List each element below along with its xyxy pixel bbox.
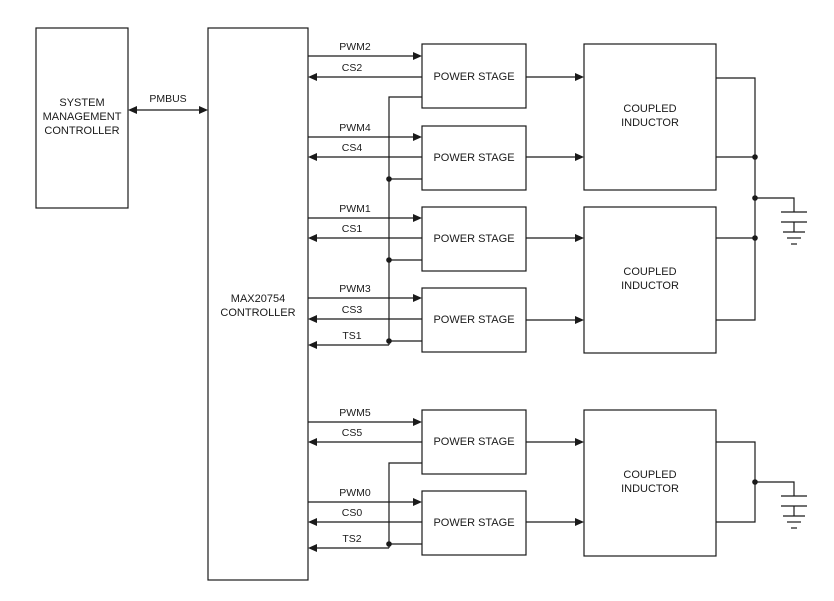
pwm3-label: PWM3 <box>339 283 371 295</box>
power-stage-4: POWER STAGE <box>421 287 527 353</box>
power-stage-label: POWER STAGE <box>433 152 514 164</box>
max20754-controller-block: MAX20754 CONTROLLER <box>207 27 309 581</box>
main-controller-label-line2: CONTROLLER <box>220 307 295 319</box>
coupled-inductor-2: COUPLED INDUCTOR <box>583 206 717 354</box>
cs3-label: CS3 <box>342 304 363 316</box>
coupled-inductor-label-line2: INDUCTOR <box>621 117 679 129</box>
system-controller-label-line1: SYSTEM <box>59 97 104 109</box>
coupled-inductor-label-line2: INDUCTOR <box>621 483 679 495</box>
main-controller-label-line1: MAX20754 <box>231 293 285 305</box>
pmbus-link: PMBUS <box>128 93 208 114</box>
current-sense-lines: CS2 CS4 CS1 CS3 CS5 CS0 <box>308 62 422 526</box>
cs0-label: CS0 <box>342 507 363 519</box>
coupled-inductor-label-line1: COUPLED <box>623 103 676 115</box>
coupled-inductor-3: COUPLED INDUCTOR <box>583 409 717 557</box>
coupled-inductor-label-line1: COUPLED <box>623 266 676 278</box>
coupled-inductor-label-line2: INDUCTOR <box>621 280 679 292</box>
pmbus-label: PMBUS <box>149 93 186 105</box>
output-rail-2 <box>716 441 807 529</box>
pwm5-label: PWM5 <box>339 407 371 419</box>
pwm4-label: PWM4 <box>339 122 371 134</box>
stage-to-inductor-arrows <box>526 73 584 526</box>
pwm2-label: PWM2 <box>339 41 371 53</box>
power-stage-5: POWER STAGE <box>421 409 527 475</box>
coupled-inductor-1: COUPLED INDUCTOR <box>583 43 717 191</box>
ts1-label: TS1 <box>342 330 361 342</box>
system-controller-label-line2: MANAGEMENT <box>43 111 122 123</box>
pwm-signal-lines: PWM2 PWM4 PWM1 PWM3 PWM5 PWM0 <box>308 41 422 506</box>
pwm1-label: PWM1 <box>339 203 371 215</box>
power-stage-label: POWER STAGE <box>433 517 514 529</box>
power-stage-2: POWER STAGE <box>421 125 527 191</box>
cs4-label: CS4 <box>342 142 363 154</box>
coupled-inductor-label-line1: COUPLED <box>623 469 676 481</box>
power-stage-label: POWER STAGE <box>433 71 514 83</box>
power-stage-label: POWER STAGE <box>433 233 514 245</box>
cs1-label: CS1 <box>342 223 363 235</box>
power-stage-1: POWER STAGE <box>421 43 527 109</box>
pwm0-label: PWM0 <box>339 487 371 499</box>
ts1-bus: TS1 <box>308 96 422 349</box>
power-stage-label: POWER STAGE <box>433 436 514 448</box>
power-stage-label: POWER STAGE <box>433 314 514 326</box>
ts2-bus: TS2 <box>308 462 422 552</box>
power-stage-6: POWER STAGE <box>421 490 527 556</box>
system-management-controller-block: SYSTEM MANAGEMENT CONTROLLER <box>35 27 129 209</box>
power-stage-3: POWER STAGE <box>421 206 527 272</box>
output-rail-1 <box>716 77 807 321</box>
cs5-label: CS5 <box>342 427 363 439</box>
cs2-label: CS2 <box>342 62 363 74</box>
system-controller-label-line3: CONTROLLER <box>44 125 119 137</box>
ts2-label: TS2 <box>342 533 361 545</box>
